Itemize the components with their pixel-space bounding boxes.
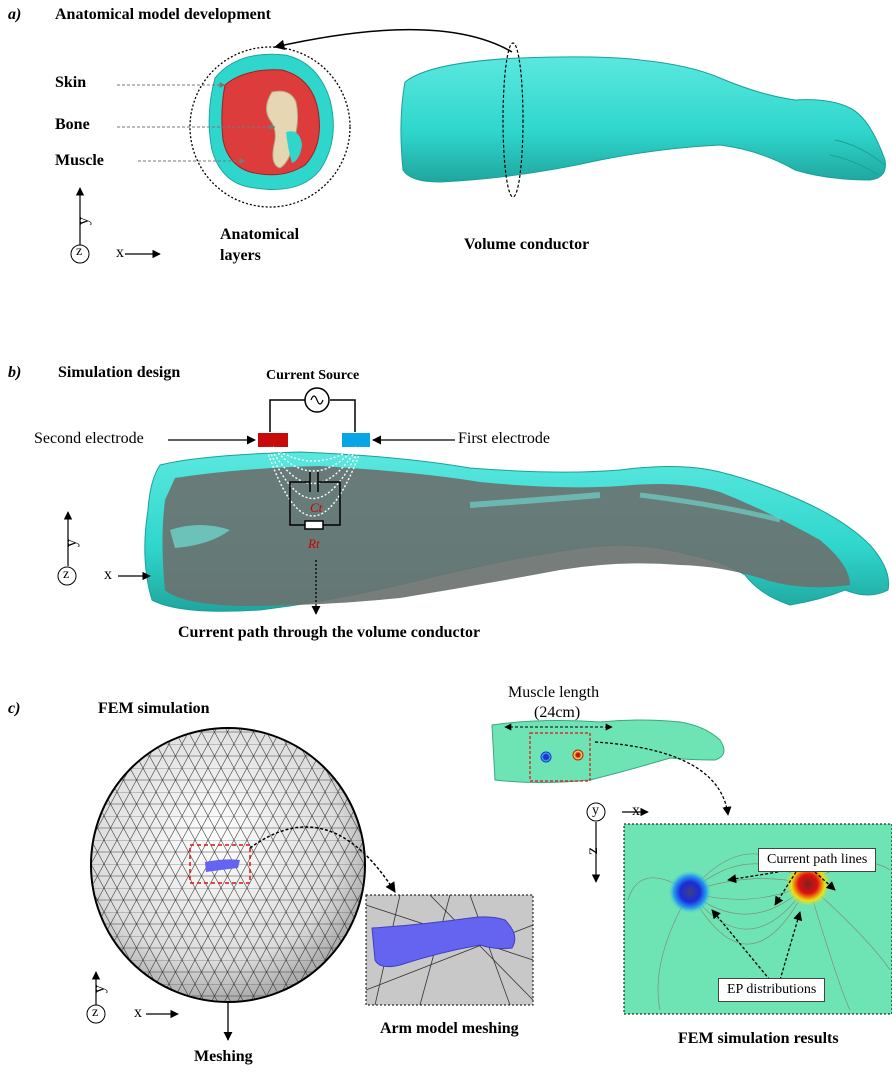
c-x-axis-label: x xyxy=(134,1004,142,1022)
arm-model-meshing-caption: Arm model meshing xyxy=(380,1020,519,1038)
c-y-axis-label: y xyxy=(91,985,109,993)
muscle-length-label: Muscle length xyxy=(508,684,599,702)
c-right-x-axis-label: x xyxy=(632,802,640,820)
result-arm-small xyxy=(492,720,724,783)
c-right-y-axis-label: y xyxy=(592,803,599,819)
fem-results-caption: FEM simulation results xyxy=(678,1030,839,1048)
blue-ep-spot xyxy=(668,870,712,914)
meshing-caption: Meshing xyxy=(194,1048,253,1066)
ep-distributions-label: EP distributions xyxy=(718,978,825,1002)
c-z-axis-label: z xyxy=(92,1005,98,1021)
current-path-lines-label: Current path lines xyxy=(758,848,876,872)
muscle-length-value: (24cm) xyxy=(534,704,580,722)
c-right-z-axis-label: z xyxy=(585,847,603,854)
